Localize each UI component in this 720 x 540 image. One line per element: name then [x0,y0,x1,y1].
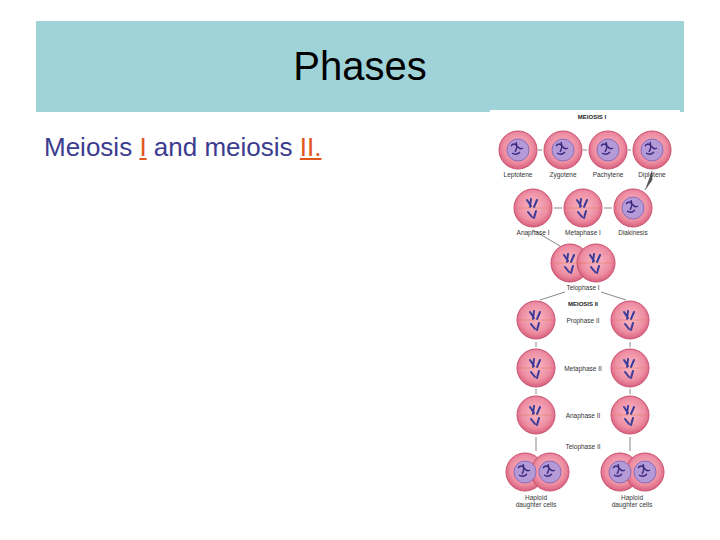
stage-label: Haploid daughter cells [610,494,654,508]
body-phrase: Meiosis [44,132,132,162]
stage-label: Anaphase II [558,412,608,419]
stage-label: Pachytene [586,171,630,178]
stage-label: Telophase II [558,443,608,450]
stage-label: Zygotene [541,171,585,178]
section-heading: MEIOSIS II [553,301,613,308]
figure-background [490,110,680,512]
section-heading: MEIOSIS I [562,114,622,121]
body-phrase: and meiosis [154,132,293,162]
highlighted-numeral: II. [300,132,322,162]
stage-label: Haploid daughter cells [514,494,558,508]
highlighted-numeral: I [139,132,146,162]
stage-label: Metaphase I [559,229,607,236]
stage-label: Leptotene [496,171,540,178]
slide-title: Phases [36,21,684,112]
stage-label: Telophase I [558,284,608,291]
stage-label: Anaphase I [509,229,557,236]
stage-label: Diakinesis [609,229,657,236]
stage-label: Metaphase II [558,365,608,372]
stage-label: Diplotene [630,171,674,178]
stage-label: Prophase II [558,317,608,324]
body-text: Meiosis I and meiosis II. [44,132,484,163]
cell-images [499,131,671,491]
sequence-arrows [533,150,652,451]
